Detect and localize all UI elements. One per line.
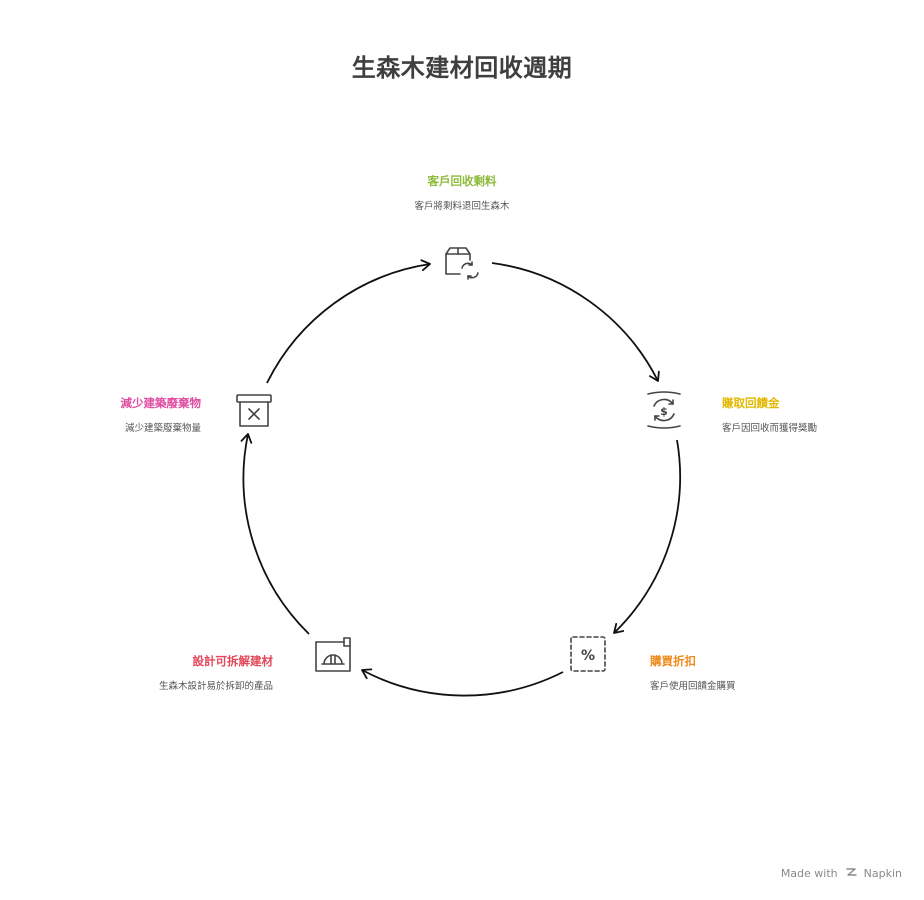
svg-text:$: $ <box>660 405 668 418</box>
step-3-desc: 客戶使用回饋金購買 <box>650 681 736 692</box>
blueprint-hardhat-icon <box>315 637 351 672</box>
step-1-desc: 客戶將剩料退回生森木 <box>414 201 510 212</box>
napkin-brand: Napkin <box>863 867 902 880</box>
step-5-desc: 減少建築廢棄物量 <box>124 423 201 434</box>
waste-bin-icon <box>236 394 272 427</box>
made-with-napkin: Made with Napkin <box>781 867 902 880</box>
step-2-desc: 客戶因回收而獲得獎勵 <box>722 423 818 434</box>
cycle-arrow-1-to-2 <box>491 262 660 382</box>
page-title: 生森木建材回收週期 <box>351 54 573 82</box>
made-with-label: Made with <box>780 867 838 880</box>
step-1-title: 客戶回收剩料 <box>427 174 497 188</box>
step-3-title: 購買折扣 <box>650 654 696 668</box>
napkin-logo-icon <box>846 867 857 880</box>
cycle-arrow-4-to-5 <box>240 433 310 635</box>
step-5-title: 減少建築廢棄物 <box>120 396 202 410</box>
step-4-title: 設計可拆解建材 <box>192 654 274 668</box>
svg-text:%: % <box>581 648 595 664</box>
cycle-arrow-5-to-1 <box>266 259 431 384</box>
step-4-desc: 生森木設計易於拆卸的產品 <box>158 681 273 692</box>
cycle-arrow-2-to-3 <box>613 439 681 634</box>
money-exchange-icon: $ <box>647 391 681 429</box>
cycle-arrow-3-to-4 <box>361 668 564 697</box>
step-2-title: 賺取回饋金 <box>722 396 780 410</box>
package-recycle-icon <box>445 247 479 280</box>
discount-percent-icon: % <box>570 636 606 672</box>
